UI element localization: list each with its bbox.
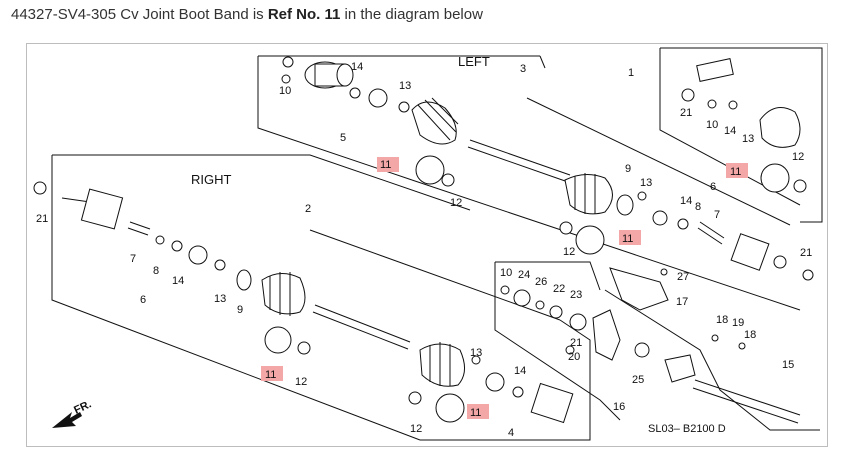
- highlight-boxes-ref-11: [261, 157, 748, 419]
- ref-label: 3: [520, 63, 526, 75]
- ref-label: 11: [730, 166, 741, 178]
- left-inner-joint: [281, 56, 410, 113]
- right-outer-joint: [33, 181, 252, 291]
- ref-label: 9: [237, 304, 243, 316]
- right-shaft: [312, 304, 411, 350]
- ref-label: 6: [710, 181, 716, 193]
- ref-label: 22: [553, 283, 565, 295]
- ref-label: 27: [677, 271, 689, 283]
- ref-label: 13: [214, 293, 226, 305]
- ref-label: 20: [568, 351, 580, 363]
- title-ref-number: Ref No. 11: [267, 6, 341, 23]
- ref-label: 13: [470, 347, 482, 359]
- ref-label: 7: [130, 253, 136, 265]
- ref-label: 15: [782, 359, 794, 371]
- title-part-number: 44327-SV4-305 Cv Joint Boot Band is: [11, 6, 268, 23]
- right-outer-boot: [261, 272, 306, 316]
- ref-label: 17: [676, 296, 688, 308]
- ref-label: 13: [742, 133, 754, 145]
- ref-label: 23: [570, 289, 582, 301]
- ref-label: 8: [153, 265, 159, 277]
- ref-label: 21: [570, 337, 582, 349]
- ref-label: 26: [535, 276, 547, 288]
- ref-label: 4: [508, 427, 514, 439]
- ref-label: 12: [450, 197, 462, 209]
- right-inner-joint: [471, 355, 574, 424]
- ref-label: 11: [380, 159, 391, 171]
- right-assembly-outline: [51, 154, 591, 441]
- right-top-kit: [681, 58, 807, 193]
- highlight-box: [261, 366, 283, 381]
- label-left: LEFT: [458, 54, 490, 69]
- intermediate-shaft-parts: [500, 267, 801, 424]
- ref-label: 14: [680, 195, 692, 207]
- ref-label: 18: [716, 314, 728, 326]
- left-outer-joint: [616, 191, 814, 281]
- ref-label: 10: [279, 85, 291, 97]
- highlight-box: [467, 404, 489, 419]
- ref-label: 11: [265, 369, 276, 381]
- ref-label: 12: [295, 376, 307, 388]
- left-outer-box: [659, 47, 823, 223]
- ref-label: 14: [351, 61, 363, 73]
- ref-label: 10: [500, 267, 512, 279]
- ref-label: 1: [628, 67, 634, 79]
- left-cv-clamps: [415, 155, 605, 255]
- left-outer-boot: [564, 173, 613, 215]
- ref-label: 5: [340, 132, 346, 144]
- highlight-box: [726, 163, 748, 178]
- left-assembly-outline: [257, 55, 801, 311]
- ref-label: 21: [36, 213, 48, 225]
- title-suffix: in the diagram below: [340, 6, 483, 23]
- highlight-box: [377, 157, 399, 172]
- ref-label: 19: [732, 317, 744, 329]
- ref-label: 10: [706, 119, 718, 131]
- direction-label: FR.: [72, 398, 93, 416]
- ref-label: 13: [399, 80, 411, 92]
- ref-label: 25: [632, 374, 644, 386]
- ref-label: 9: [625, 163, 631, 175]
- page-title: 44327-SV4-305 Cv Joint Boot Band is Ref …: [11, 6, 831, 28]
- ref-label: 8: [695, 201, 701, 213]
- right-cv-clamps: [264, 326, 465, 423]
- ref-label: 11: [470, 407, 481, 419]
- ref-label: 6: [140, 294, 146, 306]
- ref-label: 16: [613, 401, 625, 413]
- label-right: RIGHT: [191, 172, 232, 187]
- ref-labels: LEFT RIGHT 1 3 14 13 10 5 11 12 9 13 6 1…: [36, 54, 812, 439]
- ref-label: 18: [744, 329, 756, 341]
- diagram-code: SL03– B2100 D: [648, 423, 726, 435]
- left-inner-boot: [411, 97, 459, 145]
- highlight-box: [619, 230, 641, 245]
- ref-label: 12: [410, 423, 422, 435]
- intermediate-shaft-outline: [494, 261, 820, 431]
- ref-label: 7: [714, 209, 720, 221]
- ref-label: 13: [640, 177, 652, 189]
- ref-label: 14: [514, 365, 526, 377]
- ref-label: 14: [172, 275, 184, 287]
- ref-label: 24: [518, 269, 530, 281]
- ref-label: 2: [305, 203, 311, 215]
- arrow-icon: [52, 412, 82, 428]
- right-inner-boot: [419, 342, 465, 387]
- ref-label: 12: [563, 246, 575, 258]
- ref-label: 14: [724, 125, 736, 137]
- ref-label: 11: [622, 233, 633, 245]
- ref-label: 21: [800, 247, 812, 259]
- ref-label: 12: [792, 151, 804, 163]
- left-shaft: [467, 139, 571, 183]
- front-direction-arrow: FR.: [52, 398, 93, 428]
- ref-label: 21: [680, 107, 692, 119]
